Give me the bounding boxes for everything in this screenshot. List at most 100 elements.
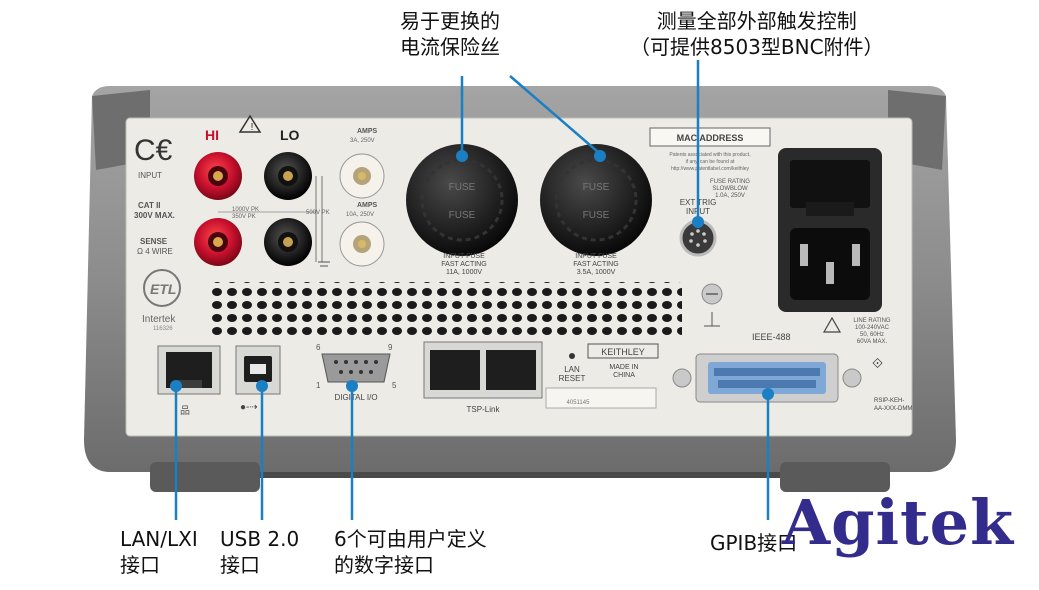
amps-bottom-rating: 10A, 250V [346, 212, 374, 218]
amps-bottom-label: AMPS [357, 202, 378, 209]
callout-lan-line-2: 接口 [120, 553, 160, 577]
svg-text:FUSE: FUSE [583, 210, 610, 221]
keithley-logo: KEITHLEY [601, 347, 645, 357]
callout-gpib: GPIB接口 [710, 530, 797, 556]
fuse-rating-line-1: FUSE RATING [710, 179, 750, 185]
lan-port[interactable] [157, 345, 221, 395]
hi-sense-jack[interactable] [194, 218, 242, 266]
amps-3a-jack[interactable] [339, 153, 385, 199]
lo-input-jack[interactable] [264, 152, 312, 200]
patents-line-1: Patents associated with this product, [669, 152, 750, 158]
digital-io-pin-9: 9 [388, 343, 393, 352]
digital-io-label: DIGITAL I/O [334, 393, 377, 402]
pk-350-label: 350V PK [232, 214, 256, 220]
callout-trigger: 测量全部外部触发控制 （可提供8503型BNC附件） [630, 8, 884, 60]
lan-reset-button[interactable] [569, 353, 575, 359]
ieee-488-label: IEEE-488 [752, 332, 791, 342]
chassis-base [260, 472, 780, 478]
cat-label: CAT II [138, 201, 161, 210]
intertek-label: Intertek [142, 314, 176, 325]
keithley-logo-box [587, 343, 659, 359]
callout-usb-line-2: 接口 [220, 553, 260, 577]
gpib-connector[interactable] [672, 353, 862, 403]
warning-triangle-icon [238, 114, 262, 133]
digital-io-connector[interactable] [321, 353, 391, 383]
line-rating-3: 50, 60Hz [860, 332, 884, 338]
mac-address-label: MAC ADDRESS [677, 133, 744, 143]
svg-text:FUSE: FUSE [583, 182, 610, 193]
digital-io-pin-6: 6 [316, 343, 321, 352]
line-rating-2: 100-240VAC [855, 325, 890, 331]
made-in-label-1: MADE IN [609, 364, 638, 371]
compliance-mark-icon: ⟐ [872, 355, 883, 371]
digital-io-pin-5: 5 [392, 381, 397, 390]
callout-digital-io-line-1: 6个可由用户定义 [334, 527, 487, 551]
lan-reset-label-1: LAN [564, 365, 580, 374]
tsp-link-ports[interactable] [423, 341, 543, 399]
callout-fuse: 易于更换的 电流保险丝 [400, 8, 500, 60]
cat-max-label: 300V MAX. [134, 211, 175, 220]
etl-logo: ETL [143, 269, 181, 307]
lan-network-icon: 品 [180, 405, 190, 417]
fuse-right-label-3: 3.5A, 1000V [577, 269, 616, 276]
fuse-right-label-1: INPUT FUSE [575, 253, 617, 260]
amps-top-label: AMPS [357, 128, 378, 135]
tsp-link-label: TSP-Link [467, 405, 501, 414]
power-entry-module [778, 148, 882, 312]
fuse-left-label-1: INPUT FUSE [443, 253, 485, 260]
fuse-right-label-2: FAST ACTING [573, 261, 618, 268]
amps-10a-jack[interactable] [339, 221, 385, 267]
intertek-number: 116326 [153, 326, 173, 332]
line-rating-4: 60VA MAX. [857, 339, 888, 345]
ground-screw[interactable] [701, 283, 723, 305]
lan-reset-label-2: RESET [559, 374, 586, 383]
lo-label: LO [280, 127, 300, 143]
callout-digital-io-line-2: 的数字接口 [334, 553, 434, 577]
line-rating-1: LINE RATING [853, 318, 891, 324]
callout-lines [170, 60, 774, 520]
input-fuse-holder-3-5a[interactable]: FUSE FUSE [540, 144, 652, 256]
mac-address-box [649, 127, 771, 147]
foot-left [150, 462, 260, 492]
fuse-rating-line-3: 1.0A, 250V [715, 193, 745, 199]
callout-fuse-line-1: 易于更换的 [400, 9, 500, 33]
rcm-code-1: RSIP-KEH- [874, 398, 904, 404]
pk-500-label: 500V PK [306, 210, 330, 216]
input-fuse-holder-11a[interactable]: FUSE FUSE [406, 144, 518, 256]
ac-power-inlet[interactable] [800, 244, 860, 284]
hi-input-jack[interactable] [194, 152, 242, 200]
patents-line-3: http://www.patentlabel.com/keithley [671, 166, 750, 172]
callout-trigger-line-2: （可提供8503型BNC附件） [630, 35, 884, 59]
sense-label: SENSE [140, 237, 168, 246]
amps-top-rating: 3A, 250V [350, 138, 375, 144]
callout-fuse-line-2: 电流保险丝 [400, 35, 500, 59]
lo-sense-jack[interactable] [264, 218, 312, 266]
svg-text:FUSE: FUSE [449, 182, 476, 193]
fuse-left-label-3: 11A, 1000V [446, 269, 482, 276]
callout-gpib-line-1: GPIB接口 [710, 531, 798, 555]
serial-label-sticker [545, 387, 657, 409]
made-in-label-2: CHINA [613, 372, 635, 379]
svg-text:!: ! [251, 122, 254, 133]
ventilation-grille [212, 282, 682, 340]
pk-1000-label: 1000V PK [232, 207, 259, 213]
foot-right [780, 462, 890, 492]
ce-mark: C€ [134, 134, 173, 167]
sense-wire-label: Ω 4 WIRE [137, 247, 173, 256]
digital-io-pin-1: 1 [316, 381, 321, 390]
callout-usb-line-1: USB 2.0 [220, 527, 300, 551]
svg-text:FUSE: FUSE [449, 210, 476, 221]
serial-number: 4051145 [567, 400, 591, 406]
caution-triangle-icon [822, 316, 842, 333]
callout-lan: LAN/LXI 接口 [120, 526, 198, 578]
callout-digital-io: 6个可由用户定义 的数字接口 [334, 526, 487, 578]
fuse-rating-line-2: SLOWBLOW [712, 186, 748, 192]
callout-usb: USB 2.0 接口 [220, 526, 299, 578]
patents-line-2: if any, can be found at [686, 159, 735, 165]
fuse-left-label-2: FAST ACTING [441, 261, 486, 268]
hi-label: HI [205, 127, 219, 143]
svg-text:ETL: ETL [150, 281, 176, 297]
input-label: INPUT [138, 171, 162, 180]
